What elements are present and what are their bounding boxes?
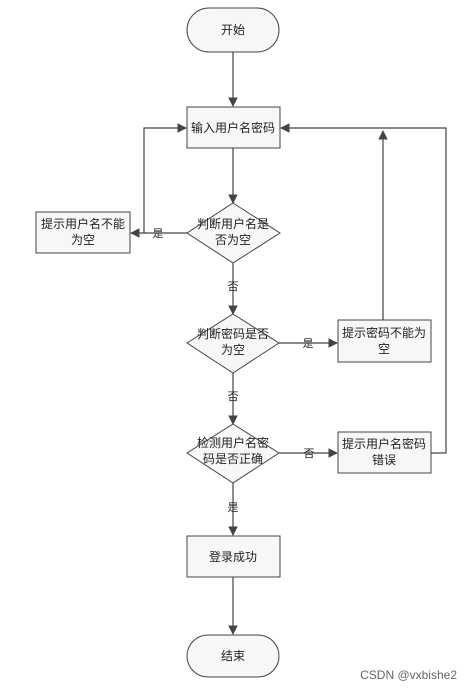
- start-node: 开始: [186, 7, 280, 53]
- warn-wrong-credentials-node: 提示用户名密码 错误: [337, 431, 432, 474]
- verify-credentials-label-1: 检测用户名密: [197, 435, 269, 450]
- watermark: CSDN @vxbishe2: [360, 668, 457, 682]
- start-node-label: 开始: [221, 23, 245, 37]
- input-credentials-node: 输入用户名密码: [186, 106, 281, 149]
- end-node-label: 结束: [221, 649, 245, 663]
- check-username-empty-node: 判断用户名是 否为空: [186, 202, 281, 264]
- warn-wrong-credentials-label-1: 提示用户名密码: [342, 436, 426, 451]
- check-password-empty-label-2: 为空: [221, 343, 245, 357]
- edge-warn-user-back-to-input: [143, 123, 187, 233]
- warn-wrong-credentials-label-2: 错误: [372, 453, 396, 467]
- check-password-empty-node: 判断密码是否 为空: [186, 313, 280, 374]
- check-username-empty-label-2: 否为空: [215, 233, 251, 247]
- warn-username-empty-label-1: 提示用户名不能: [41, 216, 125, 231]
- connectors: [130, 52, 447, 635]
- login-success-node: 登录成功: [186, 535, 281, 578]
- warn-password-empty-label-2: 空: [378, 342, 390, 356]
- warn-username-empty-label-2: 为空: [71, 233, 95, 247]
- edge-warn-wrong-back-to-input: [280, 123, 447, 454]
- verify-credentials-node: 检测用户名密 码是否正确: [186, 423, 280, 484]
- input-credentials-label: 输入用户名密码: [191, 120, 275, 135]
- label-pwd-empty-no: 否: [228, 391, 239, 403]
- label-verify-yes: 是: [228, 501, 239, 514]
- check-username-empty-label-1: 判断用户名是: [197, 216, 269, 231]
- warn-password-empty-label-1: 提示密码不能为: [342, 325, 426, 340]
- verify-credentials-label-2: 码是否正确: [203, 452, 263, 466]
- label-verify-no: 否: [304, 448, 315, 460]
- label-user-empty-yes: 是: [153, 227, 164, 240]
- warn-password-empty-node: 提示密码不能为 空: [337, 319, 432, 363]
- end-node: 结束: [186, 634, 280, 678]
- edge-labels: 是 否 是 否 否 是: [153, 227, 315, 514]
- check-password-empty-label-1: 判断密码是否: [197, 326, 269, 341]
- warn-username-empty-node: 提示用户名不能 为空: [35, 211, 131, 254]
- label-user-empty-no: 否: [228, 281, 239, 293]
- label-pwd-empty-yes: 是: [303, 337, 314, 350]
- login-success-label: 登录成功: [209, 549, 257, 564]
